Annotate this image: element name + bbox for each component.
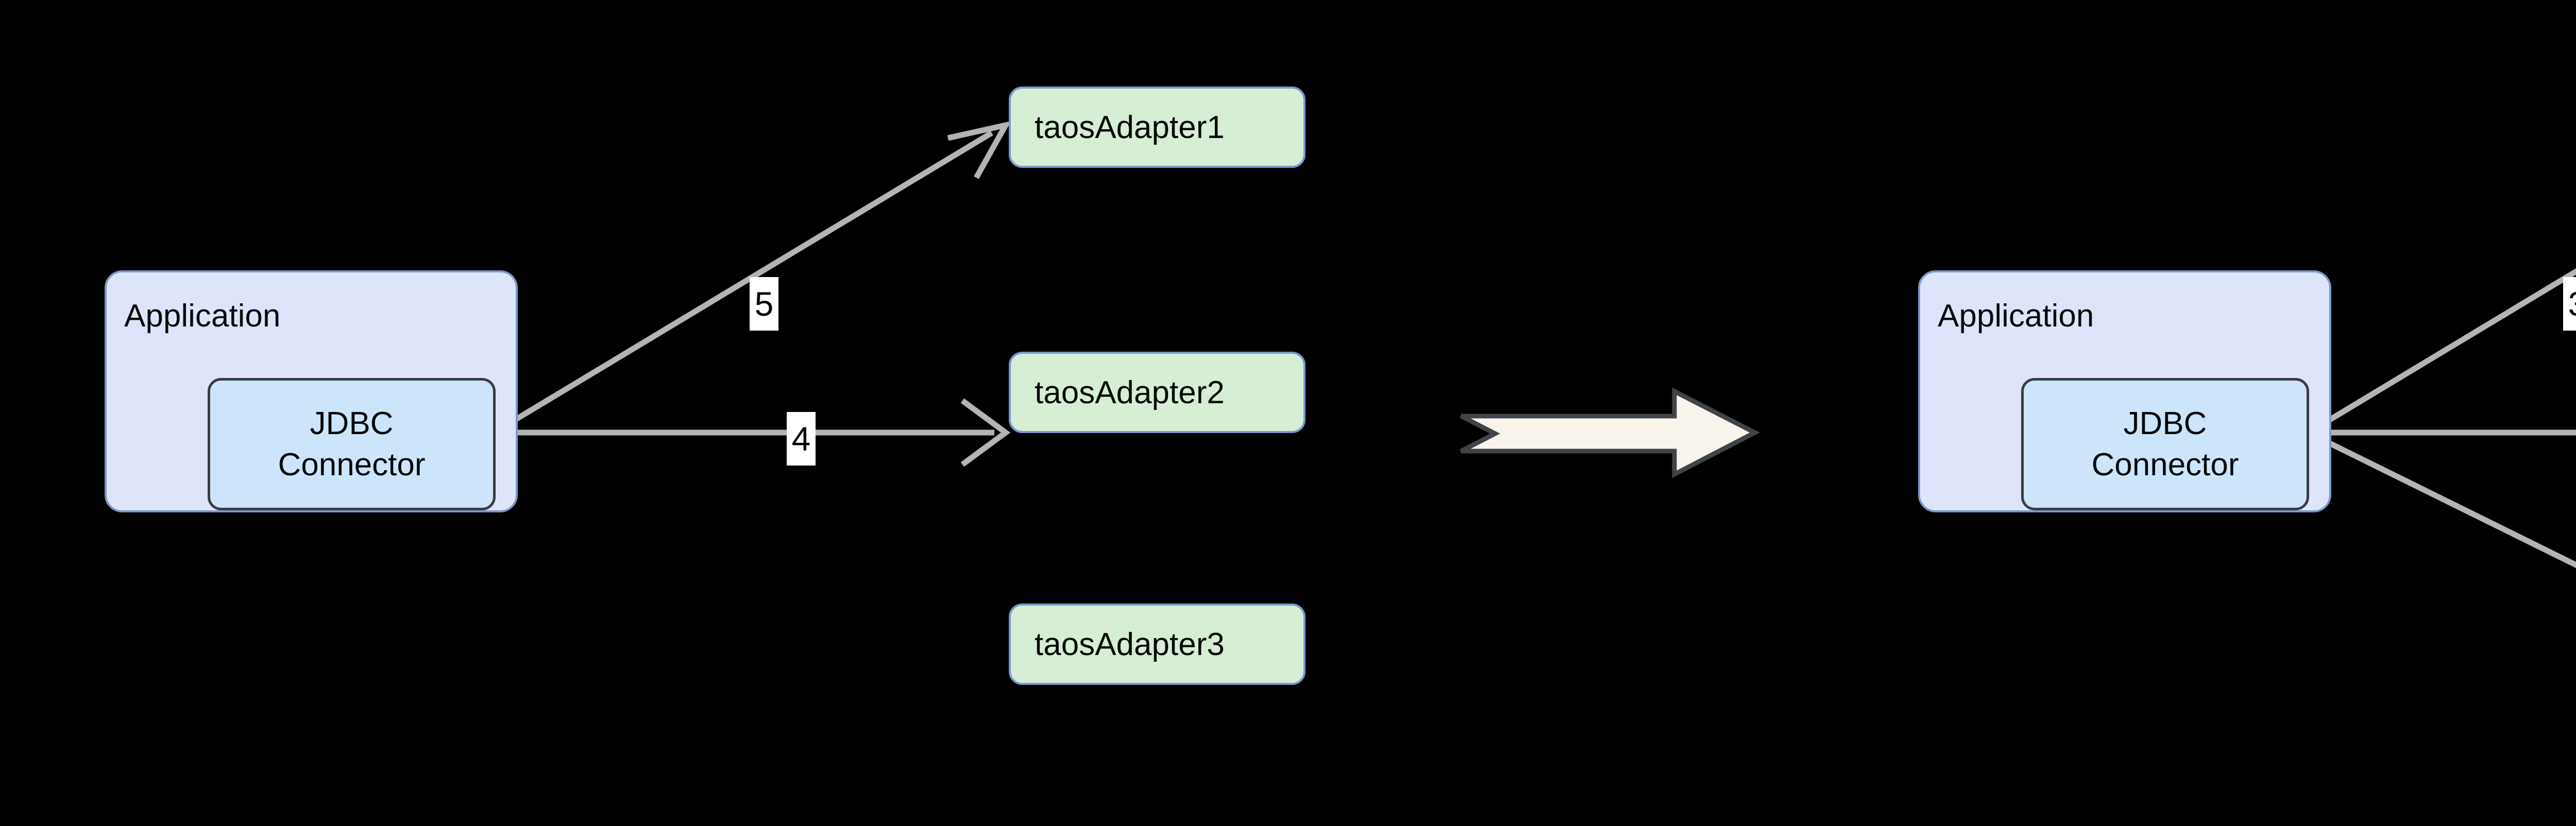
- adapter-label-before-3: taosAdapter3: [1035, 626, 1225, 662]
- adapter-label-before-1: taosAdapter1: [1035, 109, 1225, 145]
- edge-label-before-adapter1: 5: [750, 277, 778, 331]
- transition-arrow: [1460, 387, 1760, 478]
- edge-label-before-adapter2: 4: [787, 412, 816, 466]
- application-label-after: Application: [1938, 298, 2094, 334]
- jdbc-connector-box-after[interactable]: JDBC Connector: [2021, 378, 2309, 510]
- edge-label-after-adapter1: 3: [2563, 277, 2576, 331]
- adapter-label-before-2: taosAdapter2: [1035, 374, 1225, 410]
- application-label-before: Application: [124, 298, 281, 334]
- adapter-box-before-1[interactable]: taosAdapter1: [1009, 87, 1306, 168]
- edge-before-adapter1: [494, 130, 993, 434]
- arrowhead-before-adapter1: [947, 121, 1011, 179]
- adapter-box-before-3[interactable]: taosAdapter3: [1009, 604, 1306, 685]
- jdbc-connector-box-before[interactable]: JDBC Connector: [208, 378, 496, 510]
- edge-after-adapter3: [2309, 431, 2576, 569]
- arrowhead-before-adapter2: [960, 398, 1011, 467]
- jdbc-connector-label-after: JDBC Connector: [2091, 406, 2239, 483]
- adapter-box-before-2[interactable]: taosAdapter2: [1009, 352, 1306, 433]
- jdbc-connector-label-before: JDBC Connector: [278, 406, 426, 483]
- edge-after-adapter1: [2309, 268, 2576, 434]
